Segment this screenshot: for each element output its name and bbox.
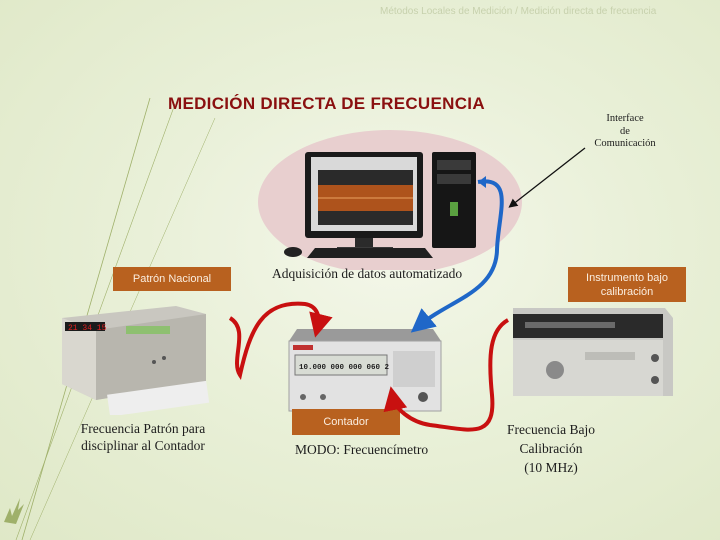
counter-display bbox=[294, 354, 388, 376]
frecuencia-bajo-line-1: Frecuencia Bajo bbox=[506, 422, 596, 437]
instrument-display-segments bbox=[525, 322, 615, 328]
computer-illustration bbox=[258, 130, 522, 270]
standard-manual-sheet bbox=[107, 380, 210, 415]
instrumento-box: Instrumento bajo calibración bbox=[568, 267, 686, 302]
drive-bay-2 bbox=[437, 174, 471, 184]
red-signal-cable bbox=[383, 318, 510, 432]
counter-input-1-icon bbox=[300, 394, 306, 400]
instrument-buttons bbox=[585, 352, 635, 360]
interface-pointer-arrow bbox=[508, 147, 586, 208]
frecuencia-bajo-line-2: Calibración bbox=[519, 441, 583, 456]
interface-label-line-3: Comunicación bbox=[594, 138, 656, 149]
national-standard-device: 21 34 15 bbox=[62, 306, 210, 415]
frecuencia-patron-caption: Frecuencia Patrón para disciplinar al Co… bbox=[80, 421, 206, 453]
instrument-under-calibration bbox=[513, 308, 673, 396]
red-reference-cable bbox=[228, 301, 333, 381]
standard-side bbox=[96, 314, 206, 400]
knob-1-icon bbox=[152, 360, 156, 364]
blue-cable-start-arrow bbox=[478, 176, 486, 188]
mouse-icon bbox=[284, 247, 302, 257]
power-led bbox=[450, 202, 458, 216]
page-title: MEDICIÓN DIRECTA DE FRECUENCIA bbox=[168, 94, 485, 113]
counter-knob-icon bbox=[418, 392, 428, 402]
interface-label-line-1: Interface bbox=[606, 113, 644, 124]
instrument-knob-icon bbox=[546, 361, 564, 379]
patron-nacional-box: Patrón Nacional bbox=[113, 267, 231, 291]
header-breadcrumb: Métodos Locales de Medición / Medición d… bbox=[380, 6, 657, 17]
standard-lcd bbox=[126, 326, 170, 334]
standard-display-value: 21 34 15 bbox=[68, 324, 107, 333]
interface-label-line-2: de bbox=[620, 125, 630, 137]
standard-display bbox=[65, 322, 105, 331]
interface-label: Interface de Comunicación bbox=[585, 113, 665, 151]
counter-input-2-icon bbox=[320, 394, 326, 400]
counter-brand-badge bbox=[293, 345, 313, 350]
counter-keypad bbox=[393, 351, 435, 387]
frecuencia-bajo-caption: Frecuencia Bajo Calibración (10 MHz) bbox=[486, 420, 616, 477]
instrument-front-panel bbox=[513, 340, 663, 396]
instrument-connector-2-icon bbox=[651, 376, 659, 384]
counter-display-value: 10.000 000 000 060 2 bbox=[299, 364, 390, 372]
standard-front-panel bbox=[62, 318, 96, 400]
instrument-connector-1-icon bbox=[651, 354, 659, 362]
acquisition-label: Adquisición de datos automatizado bbox=[272, 266, 463, 281]
monitor-stand bbox=[355, 238, 373, 248]
modo-caption: MODO: Frecuencímetro bbox=[295, 442, 429, 457]
frequency-counter-device: 10.000 000 000 060 2 bbox=[288, 329, 442, 412]
blue-data-cable bbox=[410, 179, 504, 333]
keyboard-icon bbox=[307, 248, 433, 258]
drive-bay-1 bbox=[437, 160, 471, 170]
knob-2-icon bbox=[162, 356, 166, 360]
frecuencia-bajo-line-3: (10 MHz) bbox=[524, 460, 578, 475]
logo-mark-icon bbox=[4, 498, 24, 524]
contador-box: Contador bbox=[292, 409, 400, 435]
